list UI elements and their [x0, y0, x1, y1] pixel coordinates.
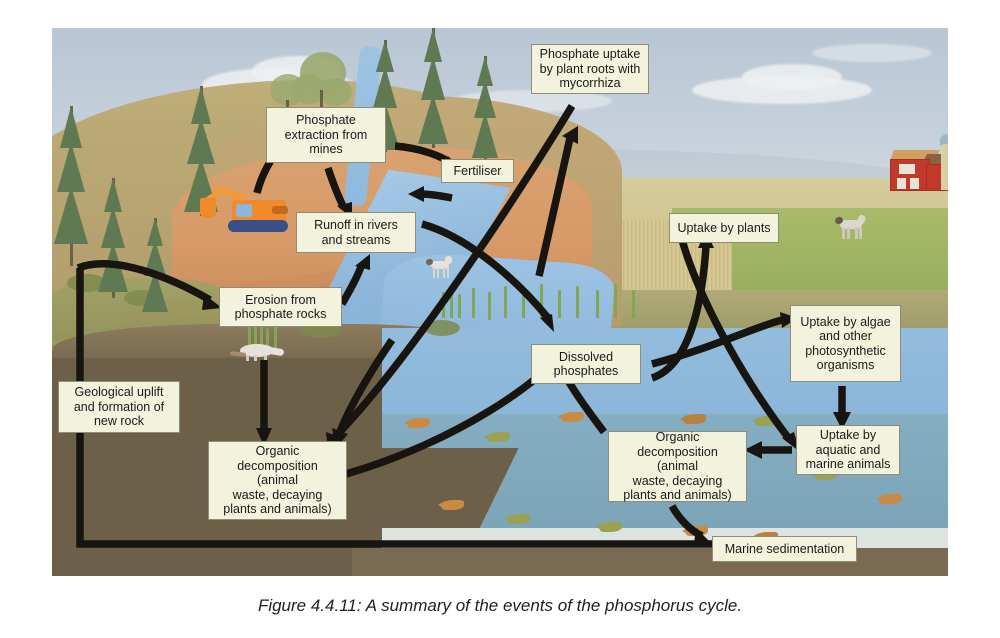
conifer-tree-3	[142, 218, 168, 312]
node-marine-sedimentation[interactable]: Marine sedimentation	[712, 536, 857, 562]
silo	[940, 134, 948, 190]
conifer-tree-7	[472, 56, 498, 162]
fish-10	[596, 522, 622, 532]
fish-4	[680, 414, 706, 424]
node-uptake-by-plants[interactable]: Uptake by plants	[669, 213, 779, 243]
excavator	[200, 185, 296, 238]
reed-4	[266, 328, 269, 352]
fish-5	[752, 416, 778, 426]
goat	[425, 256, 456, 280]
node-uptake-by-aquatic-and-marine-animals[interactable]: Uptake by aquatic and marine animals	[796, 425, 900, 475]
node-organic-decomposition-marine[interactable]: Organic decomposition (animal waste, dec…	[608, 430, 747, 502]
node-phosphate-uptake-by-plant-roots[interactable]: Phosphate uptake by plant roots with myc…	[531, 44, 649, 94]
reed-18	[632, 290, 635, 318]
reed-11	[504, 286, 507, 318]
reed-7	[450, 286, 453, 318]
node-geological-uplift[interactable]: Geological uplift and formation of new r…	[58, 381, 180, 433]
reed-12	[522, 290, 525, 318]
reed-13	[540, 284, 543, 318]
bush-4	[424, 320, 460, 336]
reed-10	[488, 292, 491, 320]
fish-1	[404, 418, 430, 428]
fish-9	[504, 514, 530, 524]
reed-3	[260, 318, 263, 352]
cloud-5	[812, 44, 932, 62]
figure-caption: Figure 4.4.11: A summary of the events o…	[257, 596, 743, 615]
node-dissolved-phosphates[interactable]: Dissolved phosphates	[531, 344, 641, 384]
node-fertiliser[interactable]: Fertiliser	[441, 159, 514, 183]
fish-6	[812, 470, 838, 480]
reed-8	[458, 294, 461, 318]
reed-15	[576, 286, 579, 318]
fish-11	[682, 526, 708, 536]
reed-16	[596, 290, 599, 318]
fish-3	[558, 412, 584, 422]
fish-7	[876, 494, 902, 504]
horse	[833, 214, 870, 240]
node-erosion-from-phosphate-rocks[interactable]: Erosion from phosphate rocks	[219, 287, 342, 327]
phosphorus-cycle-illustration: Phosphate extraction from mines Phosphat…	[52, 28, 948, 576]
reed-6	[442, 292, 445, 318]
conifer-tree-2	[98, 178, 128, 298]
reed-5	[274, 324, 277, 352]
fish-2	[484, 432, 510, 442]
reed-1	[248, 320, 251, 350]
reed-14	[558, 290, 561, 318]
fish-8	[438, 500, 464, 510]
cloud-4	[742, 64, 842, 90]
node-uptake-by-algae[interactable]: Uptake by algae and other photosynthetic…	[790, 305, 901, 382]
conifer-tree-6	[418, 28, 448, 148]
node-organic-decomposition-terrestrial[interactable]: Organic decomposition (animal waste, dec…	[208, 441, 347, 520]
reed-2	[254, 326, 257, 352]
reed-17	[614, 284, 617, 318]
sea-floor-rock	[352, 548, 948, 576]
reed-9	[472, 288, 475, 318]
dead-animal	[229, 342, 292, 362]
node-runoff-in-rivers-and-streams[interactable]: Runoff in rivers and streams	[296, 212, 416, 253]
node-phosphate-extraction-from-mines[interactable]: Phosphate extraction from mines	[266, 107, 386, 163]
conifer-tree-1	[54, 106, 88, 266]
